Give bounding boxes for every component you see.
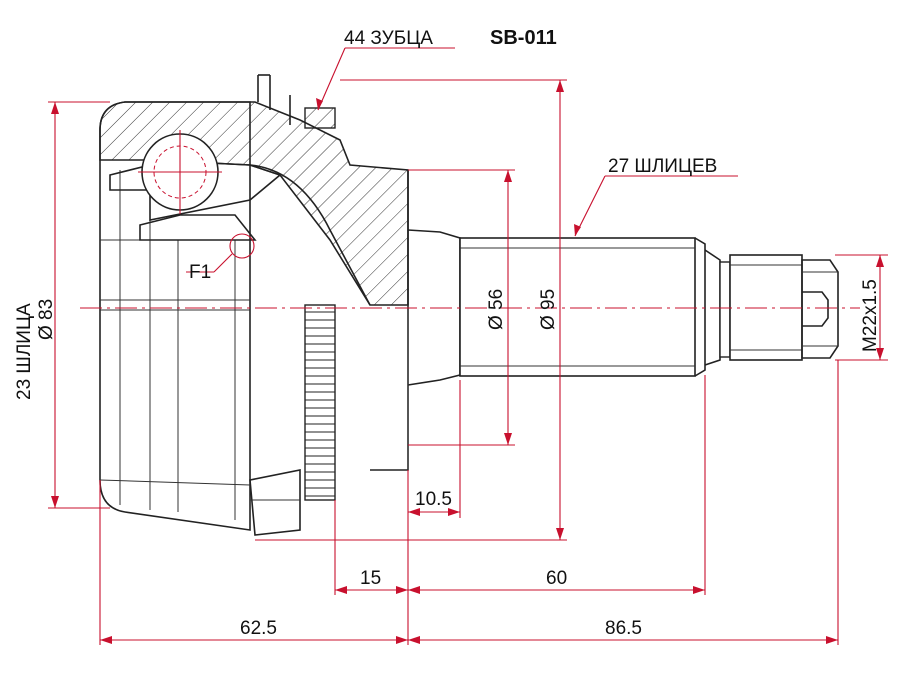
- inner-splines-label: 23 ШЛИЦА: [14, 303, 35, 400]
- dimension-lines: [48, 47, 888, 645]
- housing-section-hatched: [99, 101, 409, 306]
- part-number: SB-011: [490, 27, 557, 49]
- dim-dia-56: Ø 56: [486, 289, 507, 330]
- dim-15: 15: [360, 568, 381, 589]
- spline-shaft: [459, 237, 731, 377]
- dim-dia-83: Ø 83: [36, 299, 57, 340]
- lower-flange: [249, 469, 301, 536]
- outer-splines-label: 27 ШЛИЦЕВ: [608, 156, 717, 177]
- dim-60: 60: [546, 568, 567, 589]
- dim-10-5: 10.5: [415, 489, 452, 510]
- teeth-count-label: 44 ЗУБЦА: [344, 28, 433, 49]
- f1-label: F1: [189, 262, 211, 283]
- dim-thread: M22x1.5: [860, 279, 881, 352]
- dim-62-5: 62.5: [240, 618, 277, 639]
- dim-dia-95: Ø 95: [538, 289, 559, 330]
- f1-detail-marker: [186, 233, 255, 273]
- dim-86-5: 86.5: [605, 618, 642, 639]
- ball-bearing: [138, 130, 222, 214]
- abs-ring: [257, 74, 336, 501]
